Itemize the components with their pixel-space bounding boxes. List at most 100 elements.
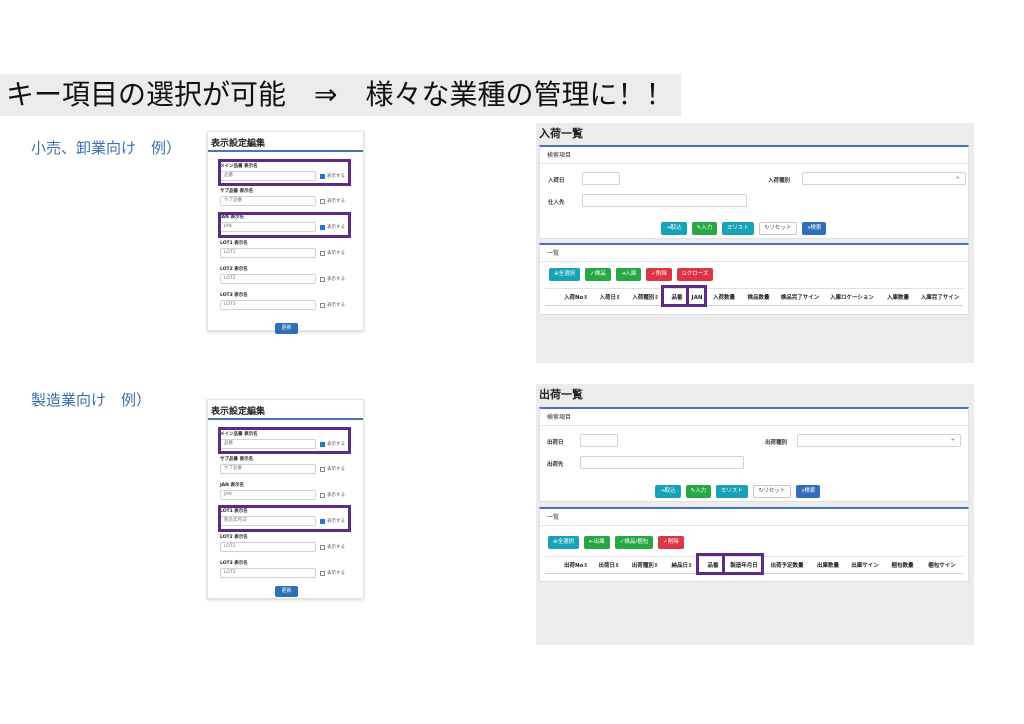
- sub-part-name-input[interactable]: サブ品番: [220, 464, 316, 474]
- sub-part-show-checkbox[interactable]: 表示する: [320, 198, 345, 204]
- column-header[interactable]: 製造年月日: [730, 563, 758, 569]
- settings-title: 表示設定編集: [208, 132, 363, 152]
- field-label: JAN 表示名: [220, 215, 244, 220]
- column-header[interactable]: 入荷数量: [712, 295, 735, 301]
- checkbox-icon: [320, 466, 325, 472]
- checkbox-checked-icon: [320, 224, 325, 230]
- import-button[interactable]: ⇥取込: [661, 222, 687, 235]
- lot3-name-input[interactable]: LOT3: [220, 300, 316, 310]
- update-button[interactable]: 更新: [275, 586, 298, 597]
- lot3-field: LOT3 表示名 LOT3 表示する: [220, 560, 356, 578]
- column-header[interactable]: 梱包サイン: [928, 563, 956, 569]
- reset-button[interactable]: ↻リセット: [758, 222, 798, 235]
- field-label: LOT3 表示名: [220, 561, 248, 566]
- delete-button[interactable]: ✓削除: [658, 536, 684, 549]
- column-header[interactable]: JAN: [691, 295, 703, 301]
- checkbox-checked-icon: [320, 518, 325, 524]
- shipment-date-input[interactable]: [580, 434, 618, 447]
- lot1-field: LOT1 表示名 製造年月日 表示する: [220, 508, 356, 526]
- store-button[interactable]: ⇥入庫: [615, 268, 642, 281]
- lot2-show-checkbox[interactable]: 表示する: [320, 276, 345, 282]
- inspect-pack-button[interactable]: ✓検品/梱包: [614, 536, 654, 549]
- sub-part-field: サブ品番 表示名 サブ品番 表示する: [220, 456, 356, 474]
- field-label: LOT2 表示名: [220, 267, 248, 272]
- reset-button[interactable]: ↻リセット: [752, 485, 792, 498]
- column-header[interactable]: 出荷種別⇕: [631, 563, 659, 569]
- jan-field: JAN 表示名 JAN 表示する: [220, 482, 356, 500]
- column-header[interactable]: 入荷No⇕: [564, 295, 588, 301]
- settings-title: 表示設定編集: [208, 400, 363, 420]
- column-header[interactable]: 出荷No⇕: [564, 563, 588, 569]
- list-card-header: 一覧: [540, 245, 968, 262]
- lot3-show-checkbox[interactable]: 表示する: [320, 570, 345, 576]
- result-list-card: 一覧 ⊕全選択 ✓検品 ⇥入庫 ✓削除 ⊡クローズ 入荷No⇕ 入荷日⇕ 入荷種…: [539, 243, 969, 315]
- jan-show-checkbox[interactable]: 表示する: [320, 224, 345, 230]
- shipment-list-screen: 出荷一覧 検索項目 出荷日 出荷種別 ÷ 出荷先 ⇥取込 ✎入力 ☰リスト ↻リ…: [536, 384, 974, 645]
- checkbox-icon: [320, 198, 325, 204]
- main-part-name-input[interactable]: 品番: [220, 171, 316, 181]
- lot3-name-input[interactable]: LOT3: [220, 568, 316, 578]
- list-button[interactable]: ☰リスト: [722, 222, 754, 235]
- input-button[interactable]: ✎入力: [691, 222, 718, 235]
- partner-label: 仕入先: [548, 200, 565, 206]
- supplier-input[interactable]: [582, 194, 747, 207]
- main-part-show-checkbox[interactable]: 表示する: [320, 441, 345, 447]
- column-header[interactable]: 入庫数量: [886, 295, 909, 301]
- column-header[interactable]: 入荷種別⇕: [632, 295, 659, 301]
- column-header[interactable]: 出荷予定数量: [770, 563, 804, 569]
- list-button-row: ⊕全選択 ✓検品 ⇥入庫 ✓削除 ⊡クローズ: [549, 268, 714, 281]
- checkbox-icon: [320, 250, 325, 256]
- column-header[interactable]: 出庫サイン: [851, 563, 879, 569]
- pick-button[interactable]: ⇤出庫: [584, 536, 610, 549]
- arrival-type-select[interactable]: ÷: [802, 172, 966, 185]
- column-header[interactable]: 出庫数量: [816, 563, 839, 569]
- column-header[interactable]: 品番: [707, 563, 719, 569]
- inspect-button[interactable]: ✓検品: [585, 268, 611, 281]
- destination-input[interactable]: [580, 456, 744, 469]
- display-settings-panel-manufacturing: 表示設定編集 メイン品番 表示名 品番 表示する サブ品番 表示名 サブ品番 表…: [207, 399, 364, 599]
- select-all-button[interactable]: ⊕全選択: [549, 268, 581, 281]
- arrival-date-input[interactable]: [582, 172, 620, 185]
- main-part-show-checkbox[interactable]: 表示する: [320, 173, 345, 179]
- column-header[interactable]: 梱包数量: [891, 563, 914, 569]
- delete-button[interactable]: ✓削除: [646, 268, 672, 281]
- table-header-row: 入荷No⇕ 入荷日⇕ 入荷種別⇕ 品番 JAN 入荷数量 検品数量 検品完了サイ…: [545, 285, 963, 307]
- close-button[interactable]: ⊡クローズ: [677, 268, 714, 281]
- page-title: 入荷一覧: [539, 127, 583, 140]
- search-button[interactable]: ⌕検索: [802, 222, 827, 235]
- jan-name-input[interactable]: JAN: [220, 222, 316, 232]
- main-part-name-input[interactable]: 品番: [220, 439, 316, 449]
- shipment-type-select[interactable]: ÷: [797, 434, 961, 447]
- lot1-show-checkbox[interactable]: 表示する: [320, 250, 345, 256]
- search-button-row: ⇥取込 ✎入力 ☰リスト ↻リセット ⌕検索: [655, 485, 821, 498]
- column-header[interactable]: 検品数量: [747, 295, 770, 301]
- input-button[interactable]: ✎入力: [685, 485, 712, 498]
- lot2-name-input[interactable]: LOT2: [220, 274, 316, 284]
- select-all-button[interactable]: ⊕全選択: [548, 536, 580, 549]
- field-label: サブ品番 表示名: [220, 189, 254, 194]
- list-button[interactable]: ☰リスト: [716, 485, 748, 498]
- import-button[interactable]: ⇥取込: [655, 485, 681, 498]
- lot1-name-input[interactable]: 製造年月日: [220, 516, 316, 526]
- column-header[interactable]: 入庫ロケーション: [830, 295, 874, 301]
- column-header[interactable]: 入庫完了サイン: [920, 295, 960, 301]
- column-header[interactable]: 検品完了サイン: [780, 295, 820, 301]
- update-button[interactable]: 更新: [275, 323, 298, 334]
- lot3-show-checkbox[interactable]: 表示する: [320, 302, 345, 308]
- column-header[interactable]: 納品日⇕: [671, 563, 693, 569]
- column-header[interactable]: 品番: [671, 295, 683, 301]
- lot1-show-checkbox[interactable]: 表示する: [320, 518, 345, 524]
- lot2-show-checkbox[interactable]: 表示する: [320, 544, 345, 550]
- column-header[interactable]: 入荷日⇕: [599, 295, 621, 301]
- search-button[interactable]: ⌕検索: [796, 485, 821, 498]
- sub-part-name-input[interactable]: サブ品番: [220, 196, 316, 206]
- checkbox-icon: [320, 302, 325, 308]
- lot2-name-input[interactable]: LOT2: [220, 542, 316, 552]
- jan-show-checkbox[interactable]: 表示する: [320, 492, 345, 498]
- display-settings-panel-retail: 表示設定編集 メイン品番 表示名 品番 表示する サブ品番 表示名 サブ品番 表…: [207, 131, 364, 334]
- column-header[interactable]: 出荷日⇕: [598, 563, 620, 569]
- jan-name-input[interactable]: JAN: [220, 490, 316, 500]
- field-label: JAN 表示名: [220, 483, 244, 488]
- sub-part-show-checkbox[interactable]: 表示する: [320, 466, 345, 472]
- lot1-name-input[interactable]: LOT1: [220, 248, 316, 258]
